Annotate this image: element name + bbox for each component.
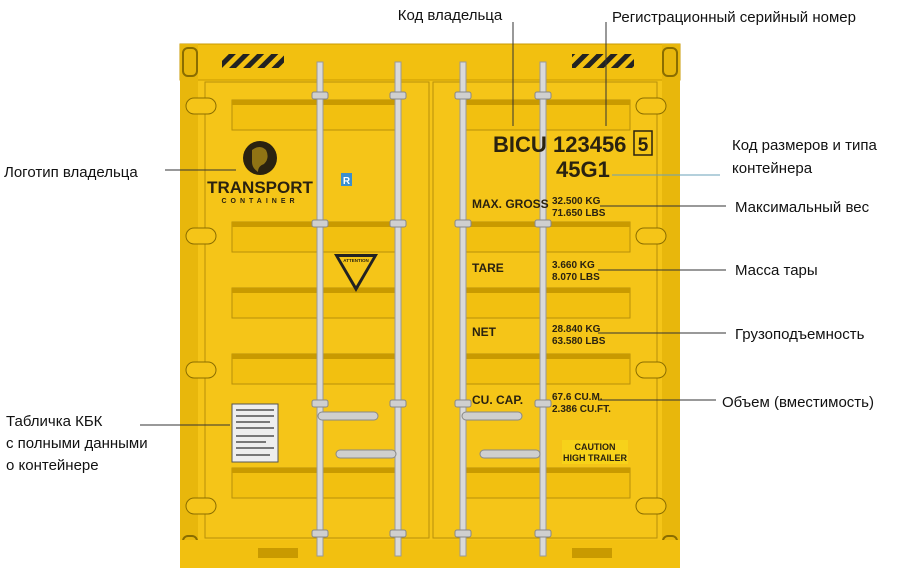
fork-pocket (572, 548, 612, 558)
hinge (635, 361, 667, 379)
label-csc-plate-3: о контейнере (6, 457, 99, 474)
spec-value-imperial: 8.070 LBS (552, 272, 600, 283)
door-hinges (185, 97, 667, 515)
rod-guide (534, 91, 552, 100)
locking-rods (311, 61, 552, 557)
caution-plate (562, 440, 628, 464)
corner-casting (182, 47, 198, 77)
label-serial-number: Регистрационный серийный номер (612, 9, 856, 26)
rod-guide (311, 219, 329, 228)
locking-rod[interactable] (459, 61, 467, 557)
logo-name: TRANSPORT (207, 178, 313, 197)
lr-class-icon (341, 173, 352, 186)
label-owner-code: Код владельца (398, 7, 503, 24)
spec-value-imperial: 63.580 LBS (552, 336, 606, 347)
corner-post-left (180, 44, 198, 568)
attention-text: ATTENTION (343, 258, 368, 263)
rod-guide (454, 91, 472, 100)
spec-value-metric: 28.840 KG (552, 324, 601, 335)
hinge (635, 227, 667, 245)
label-size-type-code-2: контейнера (732, 160, 813, 177)
corner-post-right (662, 44, 680, 568)
rod-guide (534, 219, 552, 228)
spec-value-metric: 3.660 KG (552, 260, 595, 271)
rod-guide (311, 91, 329, 100)
rod-guide (534, 399, 552, 408)
rod-guide (534, 529, 552, 538)
rod-guide (389, 529, 407, 538)
label-tare-mass: Масса тары (735, 262, 818, 279)
label-csc-plate-2: с полными данными (6, 435, 148, 452)
label-owner-logo: Логотип владельца (4, 164, 138, 181)
spec-label: MAX. GROSS (472, 197, 549, 211)
svg-text:R: R (343, 176, 351, 187)
spec-label: CU. CAP. (472, 393, 523, 407)
hinge (635, 497, 667, 515)
hazard-stripe-left (222, 54, 284, 68)
label-payload: Грузоподъемность (735, 326, 865, 343)
hinge (635, 97, 667, 115)
label-max-weight: Максимальный вес (735, 199, 870, 216)
corrugation-shadow (232, 100, 400, 105)
hinge (185, 97, 217, 115)
owner-code: BICU (493, 132, 547, 157)
check-digit-box (633, 130, 653, 156)
hinge (185, 227, 217, 245)
rod-guide (454, 219, 472, 228)
rod-guide (311, 399, 329, 408)
hinge (185, 361, 217, 379)
spec-label: TARE (472, 261, 504, 275)
fork-pocket (258, 548, 298, 558)
rod-guide (389, 91, 407, 100)
leader-lines (140, 22, 726, 426)
spec-value-imperial: 2.386 CU.FT. (552, 404, 611, 415)
door-handle (317, 411, 541, 459)
check-digit: 5 (638, 135, 649, 156)
spec-value-metric: 32.500 KG (552, 196, 601, 207)
rod-guide (454, 399, 472, 408)
corner-casting (662, 47, 678, 77)
label-volume: Объем (вместимость) (722, 394, 874, 411)
spec-label: NET (472, 325, 497, 339)
caution-line-2: HIGH TRAILER (563, 453, 627, 463)
rod-guide (389, 219, 407, 228)
csc-plate (231, 403, 279, 463)
locking-rod[interactable] (394, 61, 402, 557)
caution-line-1: CAUTION (575, 442, 616, 452)
serial-number: 123456 (553, 132, 626, 157)
hinge (185, 497, 217, 515)
rod-guide (454, 529, 472, 538)
locking-rod[interactable] (539, 61, 547, 557)
corrugation-shadow (232, 354, 400, 359)
label-csc-plate-1: Табличка КБК (6, 413, 103, 430)
label-size-type-code: Код размеров и типа (732, 137, 877, 154)
corrugation-shadow (232, 468, 400, 473)
rod-guide (389, 399, 407, 408)
corrugation-shadow (232, 288, 400, 293)
rod-guide (311, 529, 329, 538)
spec-value-metric: 67.6 CU.M. (552, 392, 603, 403)
logo-sub: CONTAINER (221, 198, 298, 205)
size-type-code: 45G1 (556, 157, 610, 182)
hazard-stripe-right (572, 54, 634, 68)
spec-value-imperial: 71.650 LBS (552, 208, 606, 219)
locking-rod[interactable] (316, 61, 324, 557)
